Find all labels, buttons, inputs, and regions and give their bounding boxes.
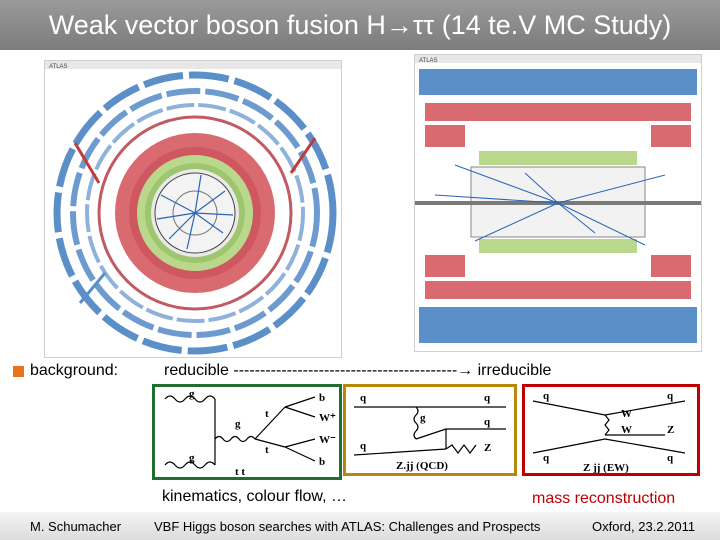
bullet-marker bbox=[13, 366, 24, 377]
d1-g-top: g bbox=[189, 388, 195, 400]
footer-bar bbox=[0, 512, 720, 540]
longitudinal-detector-view: ATLAS bbox=[415, 55, 701, 343]
d3-caption: Z jj (EW) bbox=[583, 462, 629, 473]
zjj-qcd-diagram-svg: q g q q q Z Z.jj (QCD) bbox=[353, 392, 506, 472]
slide-title: Weak vector boson fusion H→ττ (14 te.V M… bbox=[48, 10, 672, 40]
panel-left-header: ATLAS bbox=[49, 64, 68, 70]
d1-b-bot: b bbox=[319, 456, 325, 468]
d2-caption: Z.jj (QCD) bbox=[396, 460, 448, 472]
d1-t-bot: t bbox=[265, 444, 269, 456]
d3-w-bot: W bbox=[621, 424, 632, 436]
d1-w-plus: W⁺ bbox=[319, 412, 336, 424]
footer-talk-title: VBF Higgs boson searches with ATLAS: Cha… bbox=[154, 519, 541, 534]
event-display-transverse: ATLAS bbox=[44, 60, 342, 358]
d2-q-tl: q bbox=[360, 392, 367, 404]
caption-right: mass reconstruction bbox=[532, 490, 676, 507]
d3-z-label: Z bbox=[667, 424, 674, 436]
d1-t-top: t bbox=[265, 408, 269, 420]
zjj-ew-diagram-svg: q q W W Z q q Z jj (EW) bbox=[532, 390, 686, 474]
event-display-longitudinal: ATLAS bbox=[414, 54, 702, 352]
d3-w-top: W bbox=[621, 408, 632, 420]
d1-tt-label: t t bbox=[235, 466, 245, 477]
feynman-diagram-ttbar: g g t t g b W⁺ W⁻ b t t bbox=[152, 384, 342, 480]
feynman-diagram-zjj-ew: q q W W Z q q Z jj (EW) bbox=[522, 384, 700, 476]
d2-g-mid: g bbox=[420, 412, 426, 424]
bullet-label: background: bbox=[30, 362, 119, 379]
d2-q-mid: q bbox=[484, 416, 491, 428]
transverse-detector-view: ATLAS bbox=[45, 61, 341, 355]
ttbar-diagram-svg: g g t t g b W⁺ W⁻ b t t bbox=[164, 388, 336, 478]
d2-q-tr: q bbox=[484, 392, 491, 404]
feynman-diagram-zjj-qcd: q g q q q Z Z.jj (QCD) bbox=[343, 384, 517, 476]
d1-b-top: b bbox=[319, 392, 325, 404]
footer-author: M. Schumacher bbox=[30, 519, 122, 534]
d3-q-tl: q bbox=[543, 390, 550, 402]
d1-w-minus: W⁻ bbox=[319, 434, 336, 446]
d1-g-bot: g bbox=[189, 452, 195, 464]
reducible-irreducible-scale: reducible ------------------------------… bbox=[164, 362, 552, 379]
title-bar bbox=[0, 0, 720, 50]
footer-place-date: Oxford, 23.2.2011 bbox=[592, 519, 696, 534]
caption-left: kinematics, colour flow, … bbox=[162, 488, 347, 505]
d1-g-mid: g bbox=[235, 418, 241, 430]
d3-q-bl: q bbox=[543, 452, 550, 464]
d3-q-tr: q bbox=[667, 390, 674, 402]
d2-q-bl: q bbox=[360, 440, 367, 452]
d3-q-br: q bbox=[667, 452, 674, 464]
panel-right-header: ATLAS bbox=[419, 58, 438, 64]
d2-z-label: Z bbox=[484, 442, 491, 454]
